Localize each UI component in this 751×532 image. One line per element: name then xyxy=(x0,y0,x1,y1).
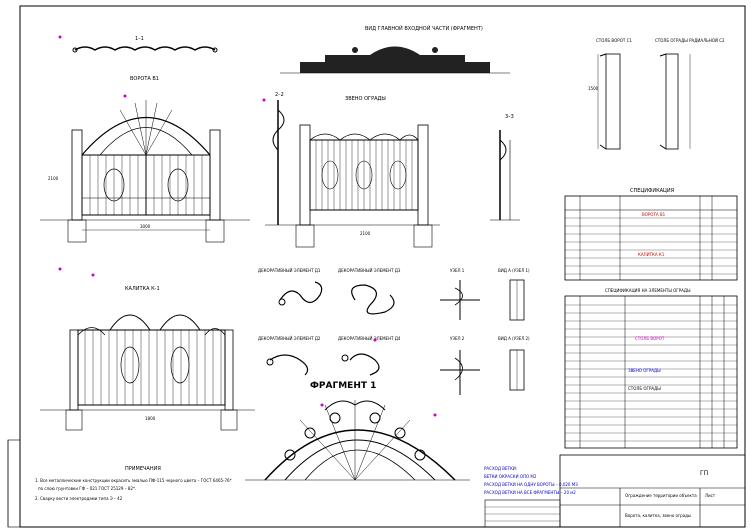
node-1: УЗЕЛ 1 xyxy=(440,268,480,320)
svg-text:РАСХОД ВЕТКИ:: РАСХОД ВЕТКИ: xyxy=(484,466,517,471)
svg-text:2. Сварку вести электродами ти: 2. Сварку вести электродами типа Э – 42 xyxy=(35,496,123,501)
decor-d1: ДЕКОРАТИВНЫЙ ЭЛЕМЕНТ Д1 xyxy=(258,268,323,306)
svg-text:2100: 2100 xyxy=(48,176,59,181)
gate-b1-view: ВОРОТА В1 3000 2100 xyxy=(40,76,250,243)
svg-text:1–1: 1–1 xyxy=(135,36,144,42)
section-2-2: 2–2 xyxy=(265,92,290,226)
spec-table: СПЕЦИФИКАЦИЯ ВОРОТА В1 КАЛИТКА К1 xyxy=(564,188,738,281)
svg-text:ЗВЕНО ОГРАДЫ: ЗВЕНО ОГРАДЫ xyxy=(628,368,661,373)
svg-text:ВИД А (УЗЕЛ 1): ВИД А (УЗЕЛ 1) xyxy=(498,268,530,273)
svg-text:1800: 1800 xyxy=(145,416,156,421)
wicket-k1-view: КАЛИТКА К-1 1800 xyxy=(40,286,255,431)
svg-text:СТОЛБ ВОРОТ: СТОЛБ ВОРОТ xyxy=(635,336,665,341)
fence-link-view: ЗВЕНО ОГРАДЫ 2100 xyxy=(290,96,440,248)
svg-text:Лист: Лист xyxy=(705,493,716,498)
svg-text:ВИД А (УЗЕЛ 2): ВИД А (УЗЕЛ 2) xyxy=(498,336,530,341)
section-3-3: 3–3 xyxy=(490,114,520,221)
node-2: УЗЕЛ 2 xyxy=(440,336,480,395)
post-c2-view: СТОЛБ ОГРАДЫ РАДИАЛЬНОЙ С2 xyxy=(655,38,725,150)
svg-text:УЗЕЛ 2: УЗЕЛ 2 xyxy=(450,336,465,341)
callout-markers xyxy=(58,35,437,417)
svg-text:ДЕКОРАТИВНЫЙ ЭЛЕМЕНТ Д3: ДЕКОРАТИВНЫЙ ЭЛЕМЕНТ Д3 xyxy=(338,268,401,273)
svg-text:СТОЛБ ВОРОТ С1: СТОЛБ ВОРОТ С1 xyxy=(596,38,632,43)
svg-text:СПЕЦИФИКАЦИЯ: СПЕЦИФИКАЦИЯ xyxy=(630,188,674,194)
svg-text:ВИД ГЛАВНОЙ ВХОДНОЙ ЧАСТИ (ФРА: ВИД ГЛАВНОЙ ВХОДНОЙ ЧАСТИ (ФРАГМЕНТ) xyxy=(365,25,483,32)
svg-text:СПЕЦИФИКАЦИЯ НА ЭЛЕМЕНТЫ ОГРАД: СПЕЦИФИКАЦИЯ НА ЭЛЕМЕНТЫ ОГРАДЫ xyxy=(605,288,691,293)
svg-text:2100: 2100 xyxy=(360,231,371,236)
svg-text:Ворота, калитка, звено ограды: Ворота, калитка, звено ограды xyxy=(625,513,691,518)
svg-text:по слою грунтовки ГФ – 021 ГОС: по слою грунтовки ГФ – 021 ГОСТ 25129 – … xyxy=(38,486,136,491)
svg-text:ВЕТКИ ОКРАСКИ ОПО М2: ВЕТКИ ОКРАСКИ ОПО М2 xyxy=(484,474,537,479)
svg-text:РАСХОД ВЕТКИ НА ВСЕ ФРАГМЕНТЫ: РАСХОД ВЕТКИ НА ВСЕ ФРАГМЕНТЫ – 20 м2 xyxy=(484,490,576,495)
svg-text:СТОЛБ ОГРАДЫ РАДИАЛЬНОЙ С2: СТОЛБ ОГРАДЫ РАДИАЛЬНОЙ С2 xyxy=(655,38,725,43)
spec-elements-table: СПЕЦИФИКАЦИЯ НА ЭЛЕМЕНТЫ ОГРАДЫ СТОЛБ ВО… xyxy=(564,288,738,449)
svg-text:ДЕКОРАТИВНЫЙ ЭЛЕМЕНТ Д2: ДЕКОРАТИВНЫЙ ЭЛЕМЕНТ Д2 xyxy=(258,336,321,341)
svg-text:1500: 1500 xyxy=(588,86,599,91)
front-view-fragment: ВИД ГЛАВНОЙ ВХОДНОЙ ЧАСТИ (ФРАГМЕНТ) xyxy=(280,25,510,74)
svg-text:ПРИМЕЧАНИЯ: ПРИМЕЧАНИЯ xyxy=(125,466,161,472)
svg-text:ГП: ГП xyxy=(700,470,708,477)
svg-text:ФРАГМЕНТ 1: ФРАГМЕНТ 1 xyxy=(310,381,376,391)
svg-text:КАЛИТКА К1: КАЛИТКА К1 xyxy=(638,252,665,257)
svg-text:УЗЕЛ 1: УЗЕЛ 1 xyxy=(450,268,465,273)
svg-text:ВОРОТА В1: ВОРОТА В1 xyxy=(130,76,159,82)
svg-text:ДЕКОРАТИВНЫЙ ЭЛЕМЕНТ Д1: ДЕКОРАТИВНЫЙ ЭЛЕМЕНТ Д1 xyxy=(258,268,321,273)
svg-text:1. Все металлические конструкц: 1. Все металлические конструкции окрасит… xyxy=(35,478,232,483)
decor-d4: ДЕКОРАТИВНЫЙ ЭЛЕМЕНТ Д4 xyxy=(338,336,401,376)
fragment-1: ФРАГМЕНТ 1 xyxy=(245,381,470,481)
title-block: ГП Ограждение территории объекта Ворота,… xyxy=(484,454,746,528)
section-1-1: 1–1 xyxy=(72,36,218,53)
svg-text:КАЛИТКА К-1: КАЛИТКА К-1 xyxy=(125,286,160,292)
svg-text:ЗВЕНО ОГРАДЫ: ЗВЕНО ОГРАДЫ xyxy=(345,96,386,102)
notes-block: ПРИМЕЧАНИЯ 1. Все металлические конструк… xyxy=(35,466,232,501)
post-c1-view: СТОЛБ ВОРОТ С1 1500 xyxy=(588,38,632,150)
svg-text:СТОЛБ ОГРАДЫ: СТОЛБ ОГРАДЫ xyxy=(628,386,661,391)
fragment-note: РАСХОД ВЕТКИ: ВЕТКИ ОКРАСКИ ОПО М2 РАСХО… xyxy=(484,466,578,495)
svg-text:3000: 3000 xyxy=(140,224,151,229)
sheet-frame xyxy=(19,5,746,528)
svg-text:РАСХОД ВЕТКИ НА ОДНУ ВОРОТЫ –: РАСХОД ВЕТКИ НА ОДНУ ВОРОТЫ – 0,020 М3 xyxy=(484,482,578,487)
decor-d3: ДЕКОРАТИВНЫЙ ЭЛЕМЕНТ Д3 xyxy=(338,268,401,315)
svg-text:ДЕКОРАТИВНЫЙ ЭЛЕМЕНТ Д4: ДЕКОРАТИВНЫЙ ЭЛЕМЕНТ Д4 xyxy=(338,336,401,341)
svg-text:Ограждение территории объекта: Ограждение территории объекта xyxy=(625,493,697,498)
svg-text:ВОРОТА В1: ВОРОТА В1 xyxy=(642,212,666,217)
decor-d2: ДЕКОРАТИВНЫЙ ЭЛЕМЕНТ Д2 xyxy=(258,336,321,376)
svg-text:2–2: 2–2 xyxy=(275,92,284,98)
view-a-node-2: ВИД А (УЗЕЛ 2) xyxy=(498,336,530,391)
view-a-node-1: ВИД А (УЗЕЛ 1) xyxy=(498,268,530,321)
svg-text:3–3: 3–3 xyxy=(505,114,514,120)
